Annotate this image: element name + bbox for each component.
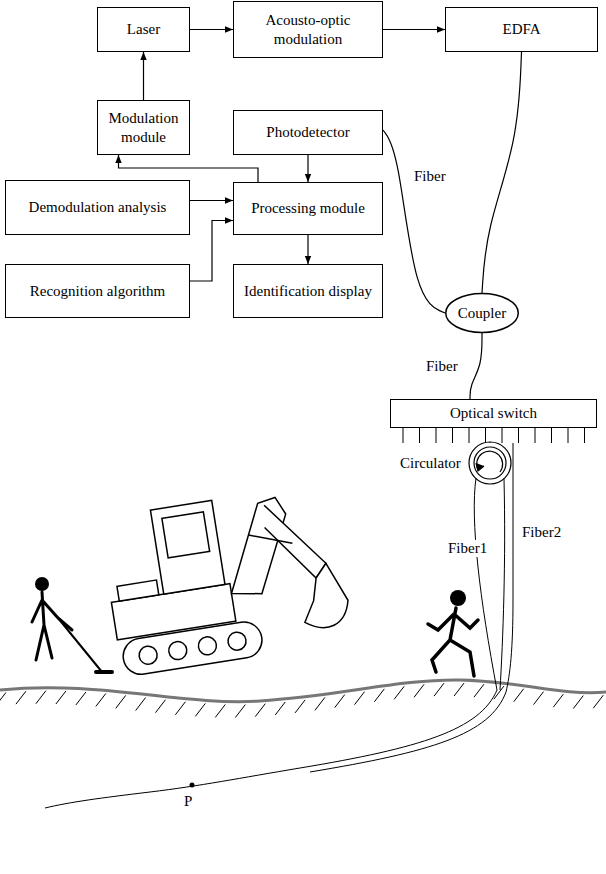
hatch-stroke — [514, 689, 524, 702]
running-person — [428, 590, 478, 676]
hatch-stroke — [573, 696, 583, 709]
coupler-ellipse: Coupler — [445, 293, 519, 333]
switch-port — [485, 427, 486, 443]
circulator-symbol — [469, 442, 511, 484]
process-box: Acousto-optic modulation — [233, 1, 383, 58]
switch-port — [403, 427, 404, 443]
edge-label: Fiber — [412, 168, 448, 185]
process-box: Demodulation analysis — [5, 180, 190, 235]
hatch-stroke — [195, 703, 205, 716]
hatch-stroke — [394, 686, 404, 699]
hatch-stroke — [255, 704, 265, 717]
fiber-link — [383, 130, 445, 313]
callout-label: Circulator — [398, 455, 463, 472]
node-text: Laser — [127, 20, 160, 39]
node-text: Recognition algorithm — [30, 282, 165, 301]
hatch-stroke — [96, 693, 106, 706]
signal-arrow — [119, 155, 259, 182]
hatch-stroke — [335, 695, 345, 708]
point-p — [190, 783, 195, 788]
signal-arrow — [307, 155, 308, 182]
sensing-fiber — [45, 442, 513, 808]
signal-arrow — [190, 221, 233, 282]
hatch-stroke — [553, 694, 563, 707]
node-text: Coupler — [458, 304, 506, 323]
node-text: Optical switch — [450, 404, 537, 423]
switch-port — [584, 427, 585, 443]
switch-ports — [403, 427, 585, 443]
signal-arrow — [190, 29, 233, 30]
switch-port — [452, 427, 453, 443]
switch-port — [419, 427, 420, 443]
node-text: Processing module — [251, 199, 365, 218]
process-box: Processing module — [233, 182, 383, 235]
node-text: Demodulation analysis — [29, 198, 167, 217]
hatch-stroke — [235, 705, 245, 718]
process-box: Modulation module — [97, 100, 190, 155]
switch-port — [568, 427, 569, 443]
switch-port — [469, 427, 470, 443]
hatch-stroke — [534, 692, 544, 705]
hatch-stroke — [374, 689, 384, 702]
switch-port — [436, 427, 437, 443]
excavator — [98, 482, 354, 678]
hatch-stroke — [434, 683, 444, 696]
hatch-stroke — [0, 692, 6, 705]
hatch-stroke — [414, 684, 424, 697]
hatch-stroke — [36, 691, 46, 704]
signal-arrow — [307, 235, 308, 264]
hatch-stroke — [136, 698, 146, 711]
hatch-stroke — [355, 692, 365, 705]
fiber-link — [470, 333, 482, 399]
node-text: Photodetector — [266, 123, 349, 142]
process-box: Photodetector — [233, 110, 383, 155]
ground-surface — [0, 680, 606, 702]
node-text: Acousto-optic modulation — [240, 11, 376, 49]
point-label: P — [182, 793, 194, 810]
switch-port — [551, 427, 552, 443]
signal-arrow — [383, 29, 445, 30]
signal-arrow — [190, 200, 233, 201]
hatch-stroke — [16, 691, 26, 704]
process-box: Recognition algorithm — [5, 264, 190, 318]
node-text: Identification display — [244, 282, 372, 301]
person-with-detector — [32, 577, 112, 672]
hatch-stroke — [474, 684, 484, 697]
hatch-stroke — [295, 700, 305, 713]
fiber-link — [482, 52, 522, 293]
signal-arrow — [143, 52, 144, 100]
switch-port — [535, 427, 536, 443]
hatch-stroke — [116, 695, 126, 708]
hatch-stroke — [454, 683, 464, 696]
hatch-stroke — [56, 691, 66, 704]
hatch-stroke — [156, 700, 166, 713]
hatch-stroke — [215, 704, 225, 717]
hatch-stroke — [76, 692, 86, 705]
hatch-stroke — [593, 695, 603, 708]
switch-box: Optical switch — [390, 399, 597, 428]
fiber-label: Fiber1 — [446, 540, 489, 557]
hatch-stroke — [275, 702, 285, 715]
edge-label: Fiber — [424, 358, 460, 375]
node-text: Modulation module — [104, 109, 183, 147]
process-box: Identification display — [233, 264, 383, 318]
hatch-stroke — [175, 702, 185, 715]
hatch-stroke — [315, 697, 325, 710]
node-text: EDFA — [502, 20, 540, 39]
fiber-label: Fiber2 — [520, 524, 563, 541]
process-box: EDFA — [445, 7, 598, 52]
switch-port — [518, 427, 519, 443]
switch-port — [502, 427, 503, 443]
process-box: Laser — [97, 7, 190, 52]
